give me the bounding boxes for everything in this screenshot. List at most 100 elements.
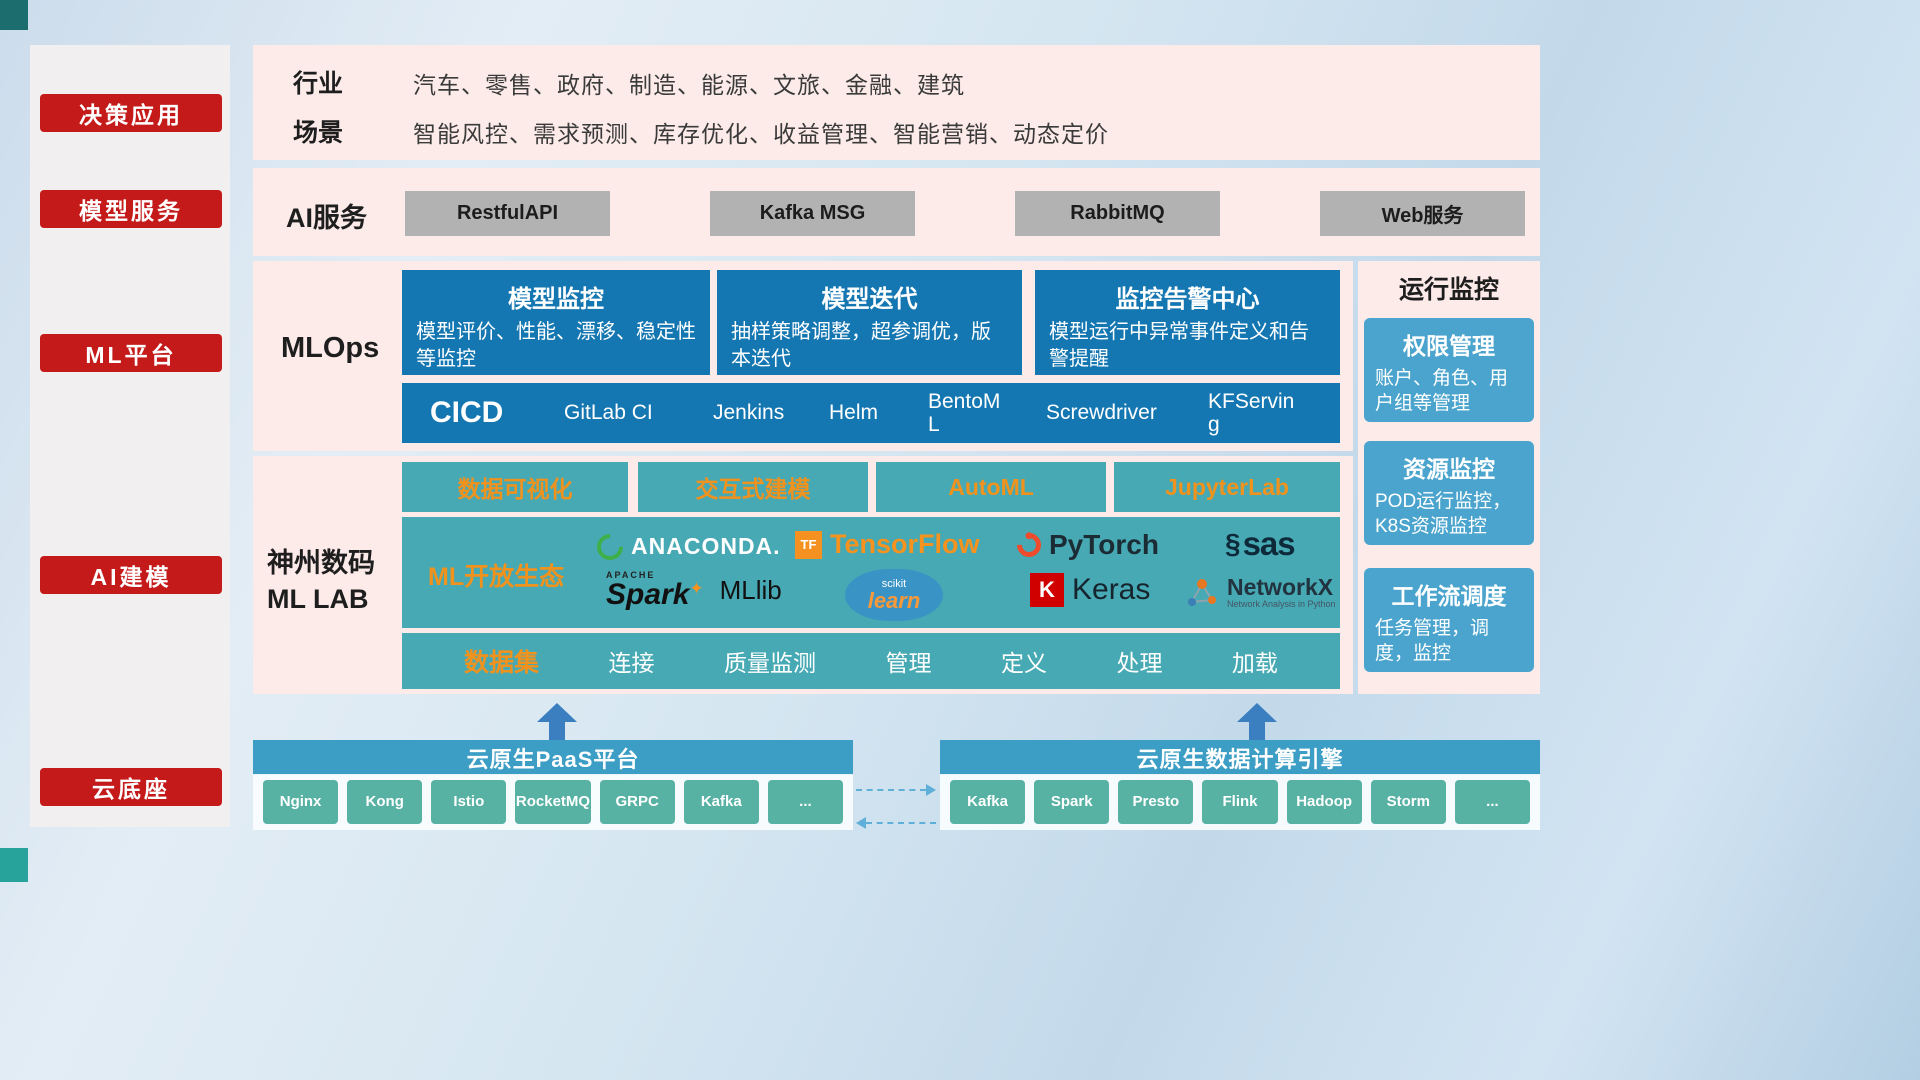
mllab-label-line2: ML LAB [267, 584, 369, 615]
compute-buttons-panel: Kafka Spark Presto Flink Hadoop Storm ..… [940, 774, 1540, 830]
tensorflow-logo: TF TensorFlow [795, 529, 980, 560]
presto-box: Presto [1118, 780, 1194, 824]
up-arrow-icon [537, 703, 577, 740]
corner-decoration-top-icon [0, 0, 28, 30]
alert-center-desc: 模型运行中异常事件定义和告警提醒 [1049, 321, 1309, 370]
mllib-label: MLlib [719, 575, 782, 605]
paas-buttons-panel: Nginx Kong Istio RocketMQ GRPC Kafka ... [253, 774, 853, 830]
hadoop-box: Hadoop [1286, 780, 1362, 824]
anaconda-icon [591, 528, 629, 565]
nginx-box: Nginx [263, 780, 339, 824]
anaconda-logo: ANACONDA. [591, 528, 781, 565]
restful-api-box: RestfulAPI [405, 191, 610, 236]
networkx-label: NetworkX [1227, 574, 1334, 600]
keras-icon: K [1030, 573, 1064, 607]
workflow-schedule-title: 工作流调度 [1391, 583, 1507, 609]
manage-label: 管理 [885, 650, 932, 676]
model-monitor-desc: 模型评价、性能、漂移、稳定性等监控 [416, 321, 696, 370]
mllab-label-line1: 神州数码 [267, 548, 375, 578]
up-arrow-icon [1237, 703, 1277, 740]
spark-label: Spark✦ [606, 580, 704, 610]
kafka-box: Kafka [683, 780, 759, 824]
connect-label: 连接 [608, 650, 655, 676]
layer-label-model-service: 模型服务 [40, 190, 222, 228]
flink-box: Flink [1202, 780, 1278, 824]
data-compute-engine-bar: 云原生数据计算引擎 [940, 740, 1540, 775]
cicd-item-gitlab-ci: GitLab CI [564, 401, 653, 425]
model-monitor-title: 模型监控 [508, 286, 604, 313]
pytorch-label: PyTorch [1049, 529, 1159, 560]
ai-service-label: AI服务 [286, 203, 367, 233]
workflow-schedule-desc: 任务管理，调度，监控 [1375, 618, 1490, 664]
spark-word: Spark [606, 578, 690, 611]
scenario-label: 场景 [293, 119, 344, 147]
cicd-item-jenkins: Jenkins [713, 401, 785, 425]
industry-label: 行业 [293, 70, 344, 98]
dataset-pipeline-bar: 数据集 连接 质量监测 管理 定义 处理 加载 [402, 633, 1340, 689]
tensorflow-label: TensorFlow [830, 529, 980, 559]
data-visualization-box: 数据可视化 [402, 462, 628, 512]
industry-scenario-panel [253, 45, 1540, 160]
kafka-box: Kafka [950, 780, 1026, 824]
automl-box: AutoML [876, 462, 1106, 512]
spark-mllib-logo: APACHE Spark✦ MLlib [606, 571, 782, 610]
resource-monitor-desc: POD运行监控，K8S资源监控 [1375, 491, 1512, 537]
networkx-logo: NetworkX Network Analysis in Python [1185, 574, 1336, 610]
interactive-modeling-box: 交互式建模 [638, 462, 868, 512]
sas-swoosh-icon: § [1225, 528, 1241, 559]
cicd-item-bentoml: BentoML [928, 389, 1001, 436]
cicd-item-kfserving: KFServing [1208, 389, 1295, 436]
learn-label: learn [867, 587, 921, 613]
resource-monitor-title: 资源监控 [1403, 456, 1495, 482]
dataset-label: 数据集 [464, 649, 540, 677]
workflow-schedule-card: 工作流调度 任务管理，调度，监控 [1364, 568, 1534, 672]
cicd-label: CICD [430, 396, 504, 429]
cicd-item-helm: Helm [829, 401, 879, 425]
rocketmq-box: RocketMQ [515, 780, 591, 824]
pytorch-flame-dot-icon [1024, 530, 1034, 541]
spark-wordmark: APACHE Spark✦ [606, 571, 704, 610]
grpc-box: GRPC [599, 780, 675, 824]
spark-box: Spark [1034, 780, 1110, 824]
rabbitmq-box: RabbitMQ [1015, 191, 1220, 236]
scikit-label: scikit [881, 577, 907, 590]
kong-box: Kong [347, 780, 423, 824]
mllab-label: 神州数码 ML LAB [267, 545, 375, 618]
spark-star-icon: ✦ [689, 579, 704, 598]
corner-decoration-bottom-icon [0, 848, 28, 882]
layer-label-ai-modeling: AI建模 [40, 556, 222, 594]
alert-center-title: 监控告警中心 [1115, 286, 1260, 313]
dashed-arrow-left-icon [856, 817, 936, 829]
keras-logo: K Keras [1030, 573, 1150, 607]
permission-desc: 账户、角色、用户组等管理 [1375, 368, 1509, 414]
permission-title: 权限管理 [1403, 333, 1495, 359]
dashed-arrow-right-icon [856, 784, 936, 796]
model-monitor-card: 模型监控 模型评价、性能、漂移、稳定性等监控 [402, 270, 710, 375]
layer-sidebar [30, 45, 230, 827]
ml-ecosystem-box: ML开放生态 ANACONDA. TF TensorFlow PyTorch §… [402, 517, 1340, 628]
process-label: 处理 [1116, 650, 1163, 676]
pytorch-logo: PyTorch [1012, 528, 1159, 562]
sas-logo: § sas [1225, 525, 1296, 563]
more-box: ... [767, 780, 843, 824]
istio-box: Istio [431, 780, 507, 824]
storm-box: Storm [1370, 780, 1446, 824]
jupyterlab-box: JupyterLab [1114, 462, 1340, 512]
networkx-subtitle: Network Analysis in Python [1227, 599, 1336, 610]
tensorflow-icon: TF [795, 530, 822, 559]
web-service-box: Web服务 [1320, 191, 1525, 236]
kafka-msg-box: Kafka MSG [710, 191, 915, 236]
layer-label-ml-platform: ML平台 [40, 334, 222, 372]
define-label: 定义 [1000, 650, 1047, 676]
scenario-list: 智能风控、需求预测、库存优化、收益管理、智能营销、动态定价 [413, 121, 1109, 147]
scikit-learn-icon: scikit learn [845, 569, 943, 621]
scikit-learn-logo: scikit learn [845, 569, 943, 621]
anaconda-label: ANACONDA. [631, 533, 781, 559]
cicd-item-screwdriver: Screwdriver [1046, 401, 1157, 425]
operation-monitor-title: 运行监控 [1398, 276, 1499, 304]
resource-monitor-card: 资源监控 POD运行监控，K8S资源监控 [1364, 441, 1534, 545]
networkx-icon [1188, 578, 1216, 606]
keras-label: Keras [1072, 573, 1151, 606]
load-label: 加载 [1231, 650, 1278, 676]
